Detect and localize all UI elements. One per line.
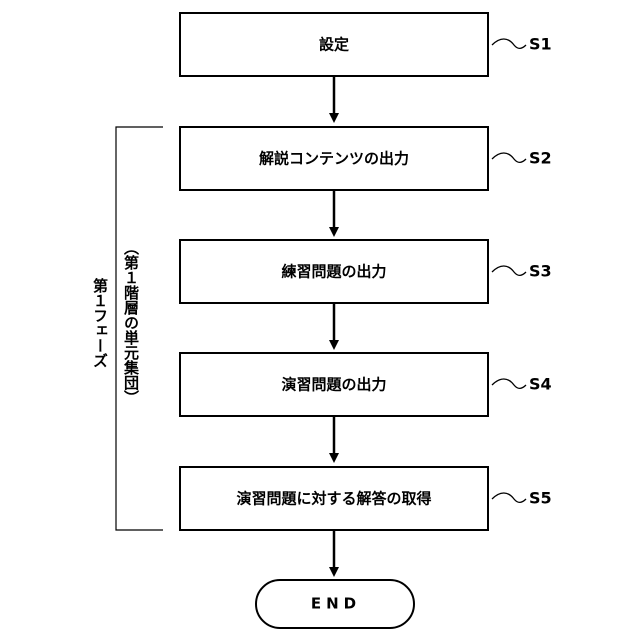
step-id-s3: S3 (529, 262, 552, 281)
step-text-s5: 演習問題に対する解答の取得 (236, 490, 431, 508)
step-leader-s4 (492, 379, 526, 388)
step-text-s3: 練習問題の出力 (281, 263, 386, 281)
phase-subtitle: （第１階層の単元集団） (122, 240, 140, 405)
step-text-s2: 解説コンテンツの出力 (259, 150, 409, 168)
step-text-s1: 設定 (319, 36, 349, 54)
step-id-s1: S1 (529, 35, 552, 54)
end-text: END (311, 595, 361, 613)
step-leader-s2 (492, 153, 526, 162)
step-id-s2: S2 (529, 149, 552, 168)
step-text-s4: 演習問題の出力 (281, 376, 386, 394)
step-leader-s3 (492, 266, 526, 275)
step-id-s5: S5 (529, 489, 552, 508)
step-leader-s5 (492, 493, 526, 502)
step-id-s4: S4 (529, 375, 552, 394)
phase-title: 第１フェーズ (91, 277, 109, 368)
step-leader-s1 (492, 39, 526, 48)
